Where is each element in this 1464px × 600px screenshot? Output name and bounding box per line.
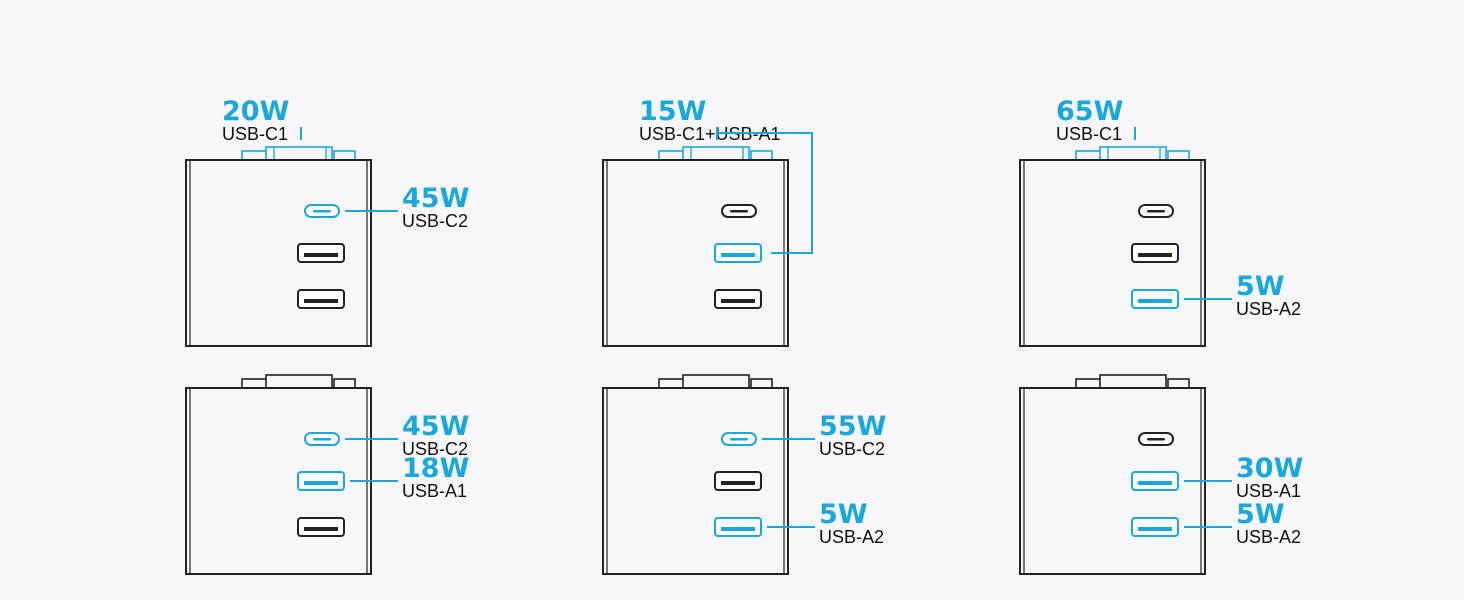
usb-c2-tongue (730, 438, 748, 441)
plug-base (265, 374, 333, 389)
label-usb-c2-watt: 45W (402, 411, 469, 442)
label-usb-c1-watt: 20W (222, 96, 289, 127)
plug-base (1099, 374, 1167, 389)
usb-c2-tongue (313, 438, 331, 441)
usb-c2-tongue (1147, 438, 1165, 441)
plug-prong (241, 150, 269, 161)
plug-prong (750, 378, 773, 389)
label-usb-c2-watt: 55W (819, 411, 886, 442)
plug-prong (1075, 378, 1103, 389)
label-usb-c2-name: USB-C2 (819, 439, 885, 459)
plug-prong (241, 378, 269, 389)
label-usb-a2-name: USB-A2 (1236, 299, 1301, 319)
label-usb-c1-usb-a1-watt: 15W (639, 96, 706, 127)
label-usb-a2-name: USB-A2 (1236, 527, 1301, 547)
usb-a1-tongue (721, 481, 755, 485)
usb-c2-tongue (730, 210, 748, 213)
usb-a1-tongue (721, 253, 755, 257)
label-usb-c1-watt: 65W (1056, 96, 1123, 127)
usb-a2-tongue (1138, 299, 1172, 303)
label-usb-a2-name: USB-A2 (819, 527, 884, 547)
usb-c2-tongue (1147, 210, 1165, 213)
plug-prong (750, 150, 773, 161)
usb-a2-tongue (721, 527, 755, 531)
label-usb-a2-watt: 5W (819, 499, 868, 530)
plug-base (682, 374, 750, 389)
usb-a2-tongue (721, 299, 755, 303)
label-usb-c1-name: USB-C1 (222, 124, 288, 144)
usb-a2-tongue (1138, 527, 1172, 531)
usb-a2-tongue (304, 527, 338, 531)
usb-a2-tongue (304, 299, 338, 303)
label-usb-a1-watt: 30W (1236, 453, 1303, 484)
label-usb-a1-name: USB-A1 (1236, 481, 1301, 501)
plug-prong (658, 378, 686, 389)
connector-line (717, 132, 813, 254)
usb-a1-tongue (1138, 481, 1172, 485)
plug-base (1099, 146, 1167, 161)
label-usb-a2-watt: 5W (1236, 271, 1285, 302)
label-usb-a1-name: USB-A1 (402, 481, 467, 501)
usb-a1-tongue (304, 253, 338, 257)
plug-prong (333, 150, 356, 161)
label-usb-a1-watt: 18W (402, 453, 469, 484)
usb-a1-tongue (304, 481, 338, 485)
plug-base (682, 146, 750, 161)
label-usb-c2-name: USB-C2 (402, 439, 468, 459)
plug-base (265, 146, 333, 161)
usb-a1-tongue (1138, 253, 1172, 257)
plug-prong (1167, 150, 1190, 161)
label-usb-c2-watt: 45W (402, 183, 469, 214)
label-usb-c1-name: USB-C1 (1056, 124, 1122, 144)
label-usb-c2-name: USB-C2 (402, 211, 468, 231)
plug-prong (1167, 378, 1190, 389)
label-usb-c1-usb-a1-name: USB-C1+USB-A1 (639, 124, 781, 144)
plug-prong (333, 378, 356, 389)
label-usb-a2-watt: 5W (1236, 499, 1285, 530)
plug-prong (658, 150, 686, 161)
usb-c2-tongue (313, 210, 331, 213)
plug-prong (1075, 150, 1103, 161)
